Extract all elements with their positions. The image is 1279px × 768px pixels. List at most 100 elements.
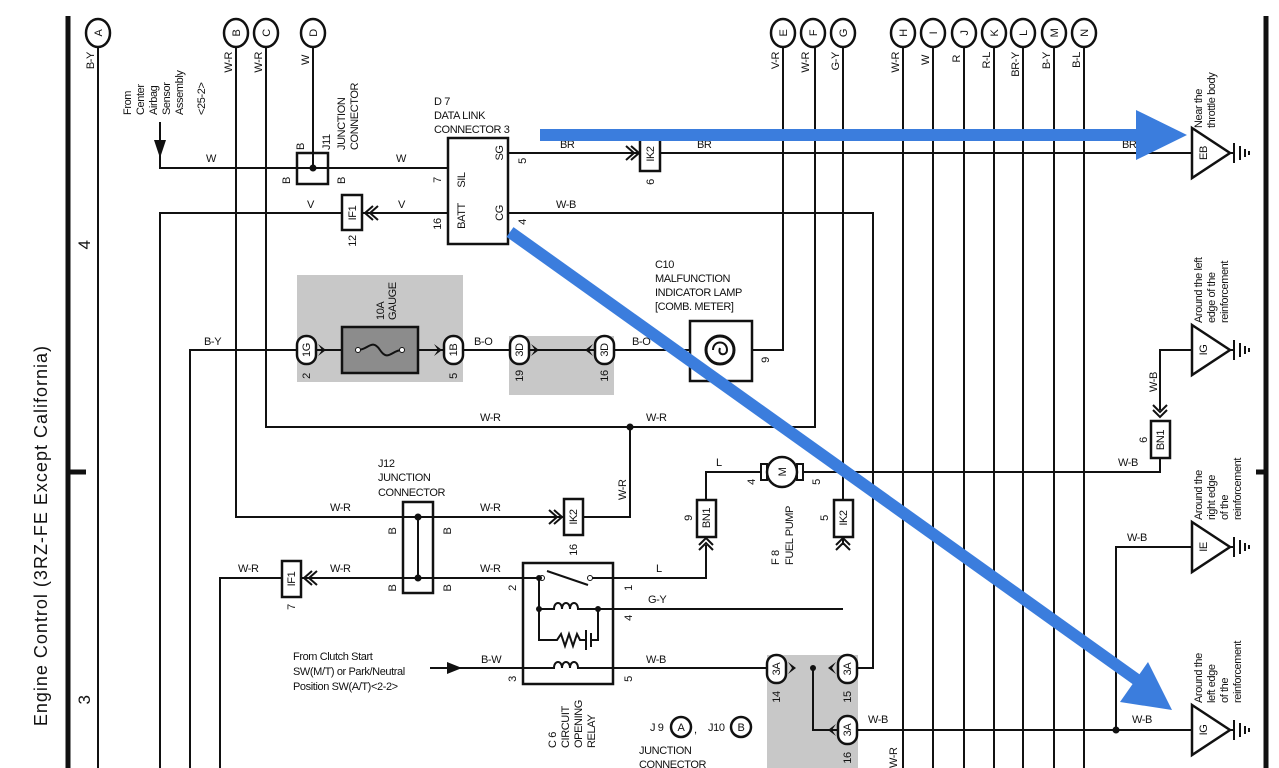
svg-text:1: 1 — [623, 585, 635, 591]
svg-text:of the: of the — [1219, 678, 1231, 703]
svg-text:C: C — [261, 29, 273, 37]
svg-text:5: 5 — [819, 515, 831, 521]
svg-text:SIL: SIL — [456, 172, 468, 188]
arrow-right-icon — [447, 662, 462, 674]
svg-text:V: V — [307, 199, 315, 211]
svg-text:W: W — [396, 153, 407, 165]
svg-text:M: M — [1049, 28, 1061, 37]
terminal-M: M B-Y — [1040, 17, 1068, 69]
svg-text:3D: 3D — [514, 343, 526, 357]
connector-1b: 1B 5 — [434, 334, 465, 379]
svg-text:CONNECTOR: CONNECTOR — [349, 82, 361, 150]
svg-text:16: 16 — [432, 218, 444, 230]
svg-text:16: 16 — [842, 752, 854, 764]
svg-text:D 7: D 7 — [434, 96, 450, 108]
page-marker: 3 — [75, 695, 94, 704]
svg-text:W-R: W-R — [480, 502, 501, 514]
svg-text:3D: 3D — [599, 343, 611, 357]
svg-text:W: W — [920, 54, 932, 65]
svg-text:left edge: left edge — [1206, 664, 1218, 703]
connector-3a-16: 3A 16 — [828, 714, 859, 764]
svg-text:RELAY: RELAY — [586, 714, 598, 748]
if1-connector: IF1 12 — [340, 193, 379, 247]
svg-text:J: J — [959, 30, 971, 35]
svg-text:I: I — [928, 31, 940, 34]
svg-text:B: B — [336, 177, 348, 184]
if1-connector-mid: IF1 7 — [280, 559, 318, 610]
svg-text:7: 7 — [286, 604, 298, 610]
svg-text:J 9: J 9 — [650, 722, 664, 734]
svg-text:10A: 10A — [375, 301, 387, 320]
svg-text:4: 4 — [746, 479, 758, 485]
svg-text:B-W: B-W — [481, 654, 502, 666]
j11-junction-connector: B B B J11 JUNCTION CONNECTOR — [281, 82, 361, 186]
svg-text:BATT: BATT — [456, 202, 468, 228]
svg-text:OPENING: OPENING — [573, 700, 585, 748]
svg-text:9: 9 — [760, 357, 772, 363]
svg-text:W: W — [300, 54, 312, 65]
clutch-start-note: From Clutch Start SW(M/T) or Park/Neutra… — [293, 651, 462, 693]
svg-text:BR: BR — [1122, 139, 1137, 151]
svg-text:1G: 1G — [301, 343, 313, 357]
svg-text:W-R: W-R — [800, 52, 812, 73]
svg-text:N: N — [1079, 29, 1091, 37]
svg-text:[COMB. METER]: [COMB. METER] — [655, 301, 734, 313]
svg-text:R-L: R-L — [981, 52, 993, 69]
connector-3d-left: 3D 19 — [508, 334, 539, 382]
fuel-pump: M 4 5 F 8 FUEL PUMP — [746, 455, 823, 565]
svg-text:BN1: BN1 — [701, 508, 713, 528]
svg-text:W-R: W-R — [480, 412, 501, 424]
svg-text:reinforcement: reinforcement — [1232, 641, 1244, 703]
svg-text:<25-2>: <25-2> — [196, 83, 208, 115]
svg-text:16: 16 — [568, 544, 580, 556]
svg-text:4: 4 — [623, 615, 635, 621]
svg-text:F 8: F 8 — [770, 550, 782, 565]
svg-text:W: W — [206, 153, 217, 165]
page-title: Engine Control (3RZ-FE Except California… — [31, 345, 51, 726]
svg-text:5: 5 — [448, 373, 460, 379]
terminal-L: LBR-Y — [1009, 17, 1037, 77]
connector-3a-15: 3A 15 — [828, 653, 859, 703]
svg-text:CG: CG — [494, 205, 506, 221]
svg-text:W-R: W-R — [330, 502, 351, 514]
terminal-B: BW-R — [222, 17, 250, 73]
svg-text:W-B: W-B — [646, 654, 666, 666]
svg-text:3A: 3A — [842, 723, 854, 737]
svg-text:15: 15 — [842, 691, 854, 703]
svg-text:SW(M/T) or Park/Neutral: SW(M/T) or Park/Neutral — [293, 666, 405, 678]
svg-text:W-B: W-B — [1132, 714, 1152, 726]
svg-text:W-R: W-R — [238, 563, 259, 575]
svg-text:W-R: W-R — [330, 563, 351, 575]
terminal-N: NB-L — [1070, 17, 1098, 68]
terminal-D: DW — [299, 17, 327, 65]
ik2-connector-mid: IK2 16 — [548, 497, 585, 556]
svg-text:Near the: Near the — [1193, 89, 1205, 128]
circuit-opening-relay: 2 1 4 3 5 C 6 CIRCUIT OPENING RELAY — [507, 561, 635, 748]
svg-text:R: R — [951, 55, 963, 63]
svg-text:6: 6 — [645, 179, 657, 185]
svg-text:4: 4 — [517, 219, 529, 225]
svg-text:IG: IG — [1198, 725, 1210, 736]
svg-text:B-Y: B-Y — [1041, 51, 1053, 69]
svg-text:Around the: Around the — [1193, 653, 1205, 703]
svg-text:JUNCTION: JUNCTION — [336, 97, 348, 150]
svg-text:,: , — [694, 724, 697, 736]
svg-text:EB: EB — [1198, 146, 1210, 160]
svg-text:3: 3 — [507, 676, 519, 682]
ground-ie: IE Around the right edge of the reinforc… — [1190, 458, 1250, 575]
svg-text:B: B — [442, 584, 454, 591]
svg-text:FUEL PUMP: FUEL PUMP — [784, 506, 796, 565]
ground-eb: EB Near the throttle body — [1190, 72, 1250, 181]
svg-text:B: B — [738, 722, 745, 734]
svg-text:BR-Y: BR-Y — [1010, 51, 1022, 77]
svg-text:C10: C10 — [655, 259, 674, 271]
svg-text:M: M — [777, 467, 789, 476]
svg-text:B-O: B-O — [632, 336, 651, 348]
terminal-I: IW — [919, 17, 947, 65]
svg-text:W-R: W-R — [223, 52, 235, 73]
svg-text:Sensor: Sensor — [161, 82, 173, 115]
wire-labels: W W V V BR BR BR W-B B-Y B-O B-O W-R W-R… — [204, 139, 1160, 768]
svg-text:G-Y: G-Y — [648, 594, 667, 606]
j9-j10-junction-connector: J 9 A , J10 B JUNCTION CONNECTOR — [639, 715, 753, 768]
svg-text:MALFUNCTION: MALFUNCTION — [655, 273, 731, 285]
